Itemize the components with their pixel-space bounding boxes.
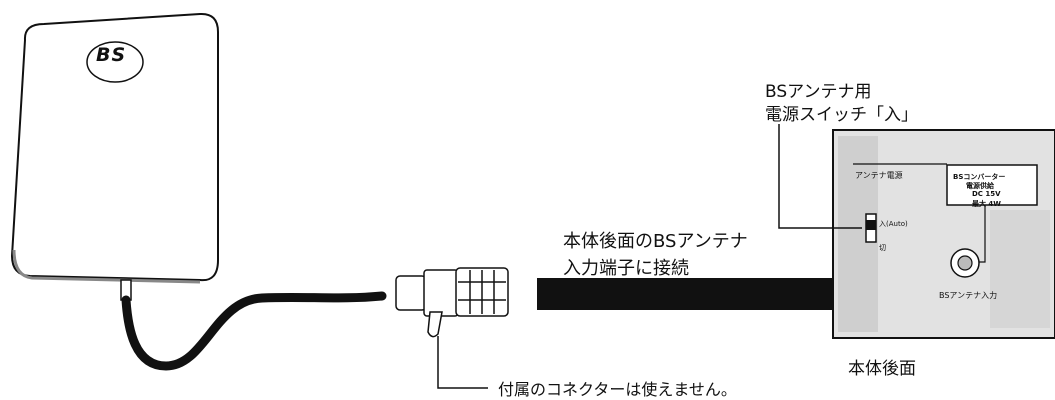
connector-note-leader (437, 336, 488, 389)
antenna-power-text: アンテナ電源 (855, 171, 903, 180)
connector-note: 付属のコネクターは使えません。 (498, 380, 737, 399)
converter-feed: 電源供給 (966, 182, 994, 190)
connect-label-line1: 本体後面のBSアンテナ (563, 231, 748, 252)
switch-label-leader (778, 124, 862, 229)
converter-max: 最大 4W (972, 200, 1002, 208)
switch-label-line1: BSアンテナ用 (765, 82, 872, 102)
connection-arrow (537, 258, 938, 330)
bs-antenna (10, 12, 219, 284)
antenna-power-switch (865, 213, 877, 243)
connect-label-line2: 入力端子に接続 (563, 258, 689, 279)
bs-input-text: BSアンテナ入力 (939, 291, 998, 300)
converter-voltage: DC 15V (972, 190, 1001, 198)
antenna-cable (121, 291, 387, 371)
converter-title: BSコンバーター (953, 173, 1006, 181)
switch-label-line2: 電源スイッチ「入」 (765, 105, 918, 125)
switch-off-text: 切 (879, 244, 886, 252)
rear-panel-label: 本体後面 (848, 359, 916, 379)
antenna-logo: BS (96, 44, 127, 66)
switch-on-text: 入(Auto) (879, 220, 908, 228)
f-connector (395, 267, 509, 338)
